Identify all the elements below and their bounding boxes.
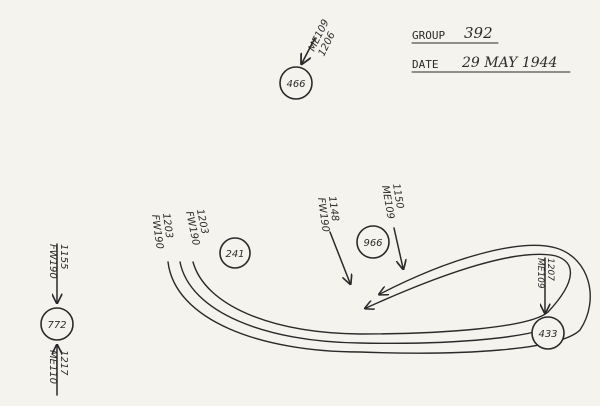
flight-paths [167, 244, 591, 354]
group-value: 392 [464, 24, 493, 42]
label-1150: 1150 [390, 183, 405, 210]
circle-label: 241 [225, 249, 244, 260]
path-inner [192, 253, 572, 335]
circle-466-top [279, 66, 313, 100]
circle-966 [356, 225, 390, 259]
circle-772 [40, 307, 74, 341]
circle-label: 966 [363, 238, 382, 249]
label-fw190-a: FW190 [149, 214, 165, 250]
label-1203-b: 1203 [194, 208, 210, 235]
label-fw190-d: FW190 [47, 244, 58, 279]
group-241: FW190 1203 FW190 1203 241 [149, 208, 251, 269]
arrow-me109-1206 [302, 37, 316, 63]
group-466-top: ME109 1206 466 [279, 18, 338, 100]
label-1203-a: 1203 [160, 212, 174, 239]
label-1148: 1148 [326, 195, 340, 222]
path-middle [179, 261, 561, 345]
header: GROUP 392 DATE 29 MAY 1944 [411, 24, 571, 73]
circle-241 [219, 237, 251, 269]
circle-label: 772 [47, 320, 66, 331]
arrow-fw190-1148 [329, 231, 350, 283]
arrow-me109-1150 [393, 227, 403, 268]
label-fw190-c: FW190 [315, 197, 331, 233]
label-me110: ME110 [47, 350, 58, 384]
circle-label: 433 [538, 329, 557, 340]
group-966: FW190 1148 ME109 1150 966 [315, 183, 407, 283]
circle-433 [531, 316, 565, 350]
date-label: DATE [412, 58, 439, 71]
date-value: 29 MAY 1944 [461, 55, 557, 71]
path-outer [167, 244, 591, 354]
group-772: FW190 1155 772 ME110 1217 [40, 243, 74, 396]
circle-label: 466 [286, 79, 305, 90]
group-label: GROUP [412, 29, 445, 42]
label-1207: 1207 [545, 258, 555, 281]
label-me109-c: ME109 [535, 258, 545, 289]
group-433: ME109 1207 433 [531, 257, 565, 350]
label-1217: 1217 [58, 350, 69, 376]
label-1155: 1155 [58, 244, 69, 269]
